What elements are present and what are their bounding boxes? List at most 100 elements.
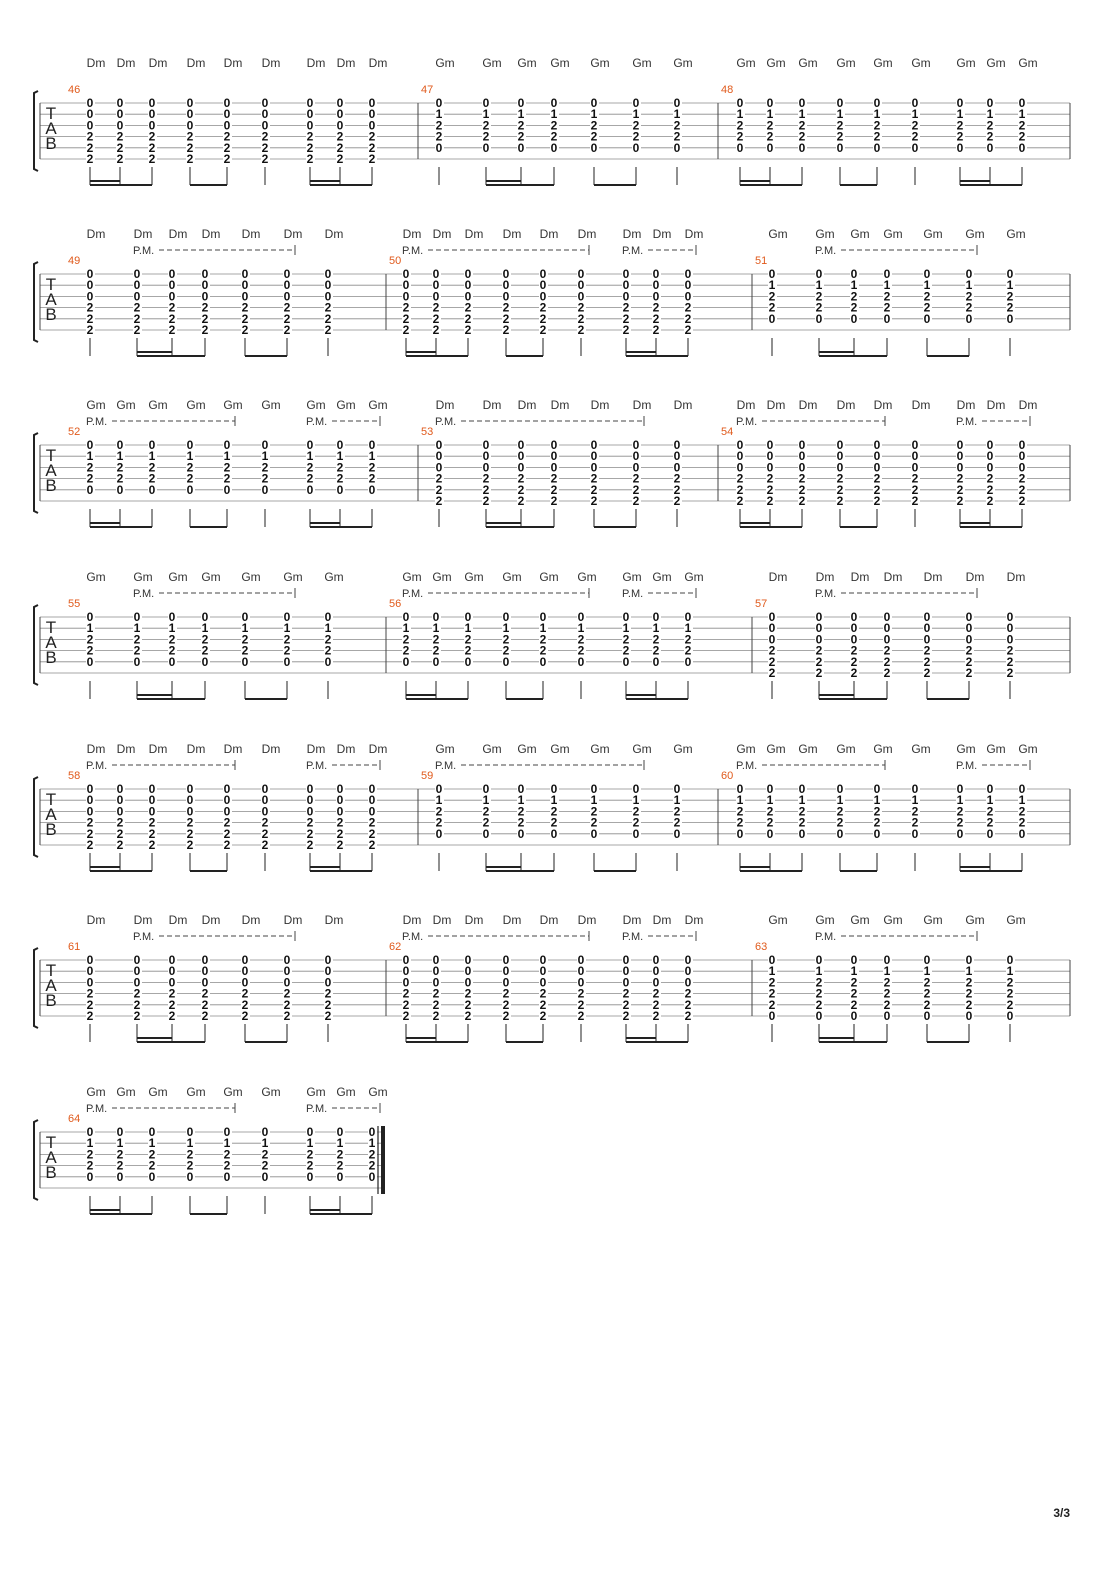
fret-bg bbox=[1018, 109, 1027, 120]
chord-name: Gm bbox=[464, 570, 483, 584]
fret-bg bbox=[186, 1138, 195, 1149]
fret-bg bbox=[517, 109, 526, 120]
fret-bg bbox=[815, 269, 824, 279]
chord-name: Gm bbox=[168, 570, 187, 584]
fret-number: 2 bbox=[623, 632, 630, 646]
chord-name: Gm bbox=[86, 398, 105, 412]
fret-number: 2 bbox=[436, 494, 443, 508]
fret-number: 1 bbox=[187, 1136, 194, 1150]
chord-name: Gm bbox=[836, 56, 855, 70]
fret-number: 0 bbox=[187, 107, 194, 121]
fret-bg bbox=[86, 955, 95, 965]
fret-number: 1 bbox=[816, 964, 823, 978]
fret-number: 1 bbox=[483, 107, 490, 121]
system-bracket bbox=[33, 947, 39, 1029]
palm-mute-label: P.M. bbox=[306, 1103, 327, 1115]
fret-bg bbox=[464, 634, 473, 645]
fret-bg bbox=[223, 131, 232, 142]
fret-bg bbox=[133, 645, 142, 656]
fret-bg bbox=[133, 325, 142, 335]
fret-number: 0 bbox=[966, 267, 973, 281]
palm-mute-label: P.M. bbox=[736, 416, 757, 428]
fret-number: 2 bbox=[685, 1009, 692, 1023]
fret-number: 2 bbox=[87, 632, 94, 646]
fret-number: 2 bbox=[242, 312, 249, 326]
fret-bg bbox=[550, 120, 559, 131]
fret-bg bbox=[798, 451, 807, 462]
fret-bg bbox=[798, 142, 807, 153]
fret-bg bbox=[241, 623, 250, 634]
fret-number: 0 bbox=[540, 610, 547, 624]
fret-bg bbox=[306, 484, 315, 495]
fret-number: 0 bbox=[924, 632, 931, 646]
fret-bg bbox=[590, 131, 599, 142]
palm-mute-label: P.M. bbox=[622, 931, 643, 943]
fret-number: 2 bbox=[503, 301, 510, 315]
tab-clef-letter: B bbox=[45, 305, 56, 324]
fret-number: 0 bbox=[262, 107, 269, 121]
fret-bg bbox=[815, 313, 824, 324]
tab-clef-letter: T bbox=[46, 1133, 56, 1152]
fret-bg bbox=[768, 977, 777, 988]
tab-clef-letter: B bbox=[45, 991, 56, 1010]
fret-bg bbox=[815, 977, 824, 988]
fret-bg bbox=[539, 313, 548, 324]
fret-number: 0 bbox=[551, 449, 558, 463]
fret-bg bbox=[241, 656, 250, 667]
fret-bg bbox=[1018, 473, 1027, 484]
fret-bg bbox=[261, 451, 270, 462]
fret-number: 0 bbox=[369, 438, 376, 452]
fret-bg bbox=[652, 988, 661, 999]
tab-clef-letter: A bbox=[45, 805, 57, 824]
fret-number: 2 bbox=[685, 987, 692, 1001]
fret-number: 0 bbox=[518, 449, 525, 463]
fret-bg bbox=[768, 291, 777, 302]
fret-number: 0 bbox=[325, 953, 332, 967]
fret-number: 0 bbox=[284, 610, 291, 624]
fret-number: 0 bbox=[87, 782, 94, 796]
fret-bg bbox=[336, 98, 345, 108]
fret-number: 0 bbox=[837, 438, 844, 452]
fret-number: 2 bbox=[816, 998, 823, 1012]
fret-bg bbox=[798, 473, 807, 484]
fret-number: 1 bbox=[337, 449, 344, 463]
fret-number: 0 bbox=[465, 975, 472, 989]
chord-name: Gm bbox=[482, 56, 501, 70]
fret-number: 2 bbox=[325, 987, 332, 1001]
fret-number: 0 bbox=[591, 438, 598, 452]
fret-bg bbox=[201, 656, 210, 667]
fret-number: 2 bbox=[957, 118, 964, 132]
fret-number: 2 bbox=[202, 1009, 209, 1023]
fret-bg bbox=[673, 473, 682, 484]
fret-number: 0 bbox=[149, 804, 156, 818]
fret-number: 0 bbox=[837, 141, 844, 155]
fret-bg bbox=[261, 440, 270, 450]
fret-bg bbox=[502, 280, 511, 291]
fret-number: 2 bbox=[653, 301, 660, 315]
fret-bg bbox=[186, 828, 195, 839]
fret-bg bbox=[652, 269, 661, 279]
fret-number: 2 bbox=[769, 975, 776, 989]
fret-number: 1 bbox=[503, 621, 510, 635]
fret-number: 0 bbox=[653, 278, 660, 292]
chord-name: Dm bbox=[540, 913, 559, 927]
chord-name: Dm bbox=[1007, 570, 1026, 584]
fret-bg bbox=[148, 98, 157, 108]
fret-bg bbox=[435, 828, 444, 839]
fret-bg bbox=[965, 1011, 974, 1021]
chord-name: Dm bbox=[284, 227, 303, 241]
fret-bg bbox=[766, 795, 775, 806]
fret-bg bbox=[368, 1149, 377, 1160]
page-number: 3/3 bbox=[1053, 1506, 1070, 1520]
fret-number: 2 bbox=[874, 816, 881, 830]
fret-number: 2 bbox=[540, 1009, 547, 1023]
fret-number: 0 bbox=[884, 632, 891, 646]
fret-bg bbox=[590, 496, 599, 506]
fret-number: 2 bbox=[957, 494, 964, 508]
fret-number: 0 bbox=[1007, 621, 1014, 635]
fret-bg bbox=[368, 109, 377, 120]
chord-name: Gm bbox=[873, 742, 892, 756]
fret-number: 0 bbox=[1007, 1009, 1014, 1023]
fret-number: 0 bbox=[436, 782, 443, 796]
fret-bg bbox=[798, 462, 807, 473]
